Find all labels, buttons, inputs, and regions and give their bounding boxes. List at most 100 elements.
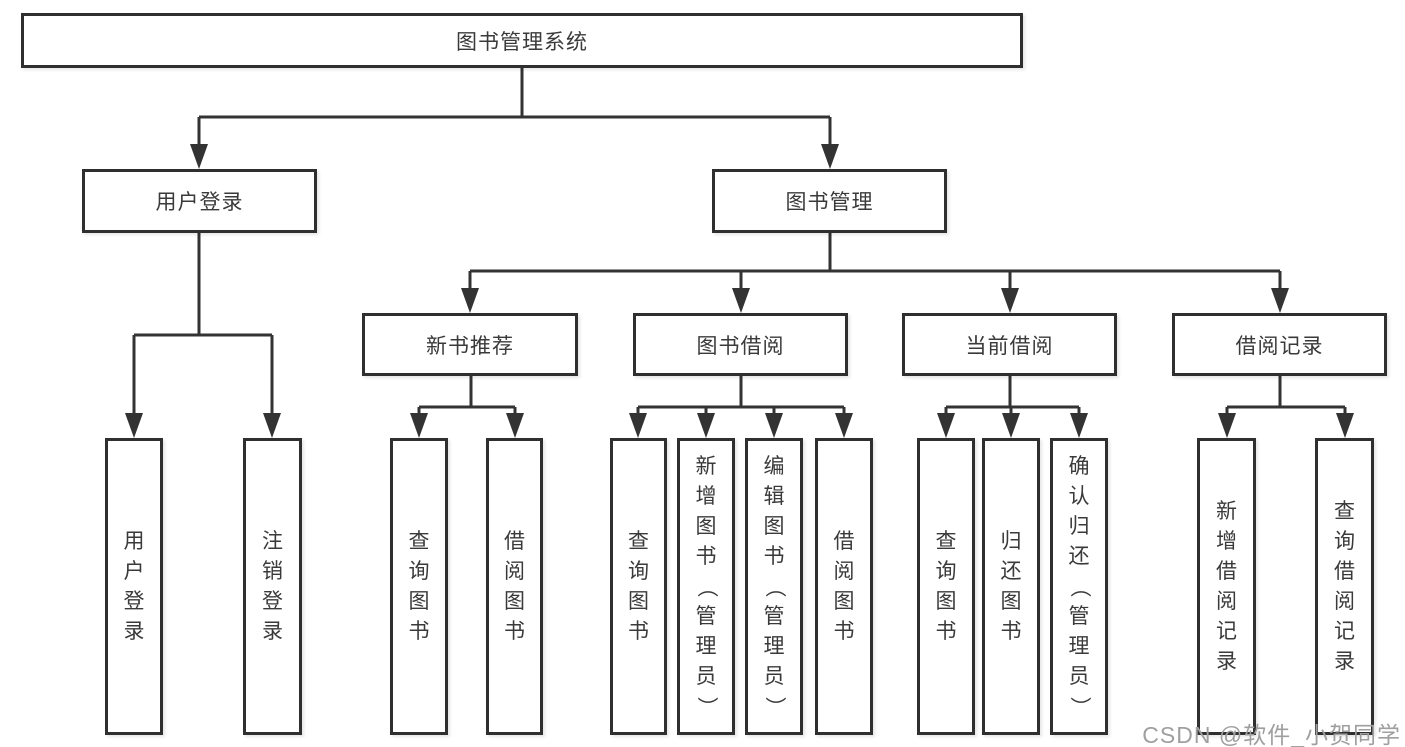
arrowhead-icon: [1271, 288, 1289, 313]
leaf-return-book: 归还图书: [982, 438, 1040, 735]
connector-root-to-level2: [190, 66, 839, 169]
leaf-label-char: 理: [1068, 634, 1090, 658]
leaf-label-char: 认: [1068, 484, 1090, 508]
leaf-label-char: ）: [695, 696, 718, 717]
leaf-add-book-admin: 新增图书（管理员）: [677, 438, 735, 735]
connector-user-login: [125, 231, 281, 438]
leaf-query-borrow-record: 查询借阅记录: [1315, 438, 1374, 735]
node-new-book-recommend: 新书推荐: [362, 313, 578, 376]
leaf-label-char: 辑: [763, 484, 785, 508]
arrowhead-icon: [835, 413, 853, 438]
leaf-label-char: 录: [1216, 649, 1237, 673]
connector-new-book-recommend: [410, 374, 524, 438]
leaf-label-char: 借: [504, 529, 525, 553]
node-current-borrow: 当前借阅: [902, 313, 1117, 376]
leaf-label-char: 理: [695, 634, 717, 658]
leaf-label-char: 书: [628, 619, 649, 643]
leaf-label-char: 书: [935, 619, 957, 643]
leaf-label-char: 员: [695, 664, 717, 688]
connector-book-management: [461, 231, 1289, 313]
leaf-label-char: ）: [1068, 696, 1091, 717]
leaf-label-char: 查: [935, 529, 957, 553]
leaf-label-char: 借: [833, 529, 855, 553]
leaf-label-char: 还: [1000, 559, 1022, 583]
leaf-add-borrow-record: 新增借阅记录: [1197, 438, 1256, 735]
arrowhead-icon: [732, 288, 750, 313]
leaf-label-char: 阅: [504, 559, 525, 583]
leaf-label-char: 阅: [1216, 589, 1237, 613]
leaf-label-char: 用: [123, 529, 145, 553]
arrowhead-icon: [1002, 413, 1020, 438]
leaf-label-char: 书: [408, 619, 430, 643]
leaf-confirm-return-admin: 确认归还（管理员）: [1050, 438, 1108, 735]
leaf-label-char: 确: [1068, 454, 1090, 478]
leaf-label-char: 借: [1216, 559, 1237, 583]
leaf-label-char: 登: [262, 589, 283, 613]
leaf-label-char: 书: [763, 544, 785, 568]
leaf-label-char: 书: [504, 619, 525, 643]
node-user-login: 用户登录: [82, 169, 317, 233]
leaf-label-char: 销: [262, 559, 283, 583]
leaf-label-char: 图: [695, 514, 717, 538]
leaf-label-char: 员: [1068, 664, 1090, 688]
leaf-label-char: 登: [123, 589, 145, 613]
leaf-user-login: 用户登录: [105, 438, 163, 735]
leaf-label-char: 管: [1068, 604, 1090, 628]
leaf-label-char: 新: [1216, 499, 1237, 523]
leaf-label-char: 书: [833, 619, 855, 643]
arrowhead-icon: [410, 413, 428, 438]
arrowhead-icon: [629, 413, 647, 438]
node-user-login-label: 用户登录: [155, 191, 244, 214]
leaf-label-char: 询: [408, 559, 430, 583]
leaf-label-char: 询: [628, 559, 649, 583]
leaf-label-char: 图: [763, 514, 785, 538]
leaf-label-char: 归: [1000, 529, 1022, 553]
leaf-label-char: 图: [408, 589, 430, 613]
leaf-label-char: 书: [1000, 619, 1022, 643]
leaf-label-char: 记: [1216, 619, 1237, 643]
leaf-label-char: 记: [1334, 619, 1355, 643]
leaf-label-char: 户: [123, 559, 145, 583]
leaf-label-char: 阅: [833, 559, 855, 583]
leaf-label-char: 阅: [1334, 589, 1355, 613]
connector-book-borrow: [629, 374, 853, 438]
arrowhead-icon: [1336, 413, 1354, 438]
leaf-label-char: 增: [695, 484, 717, 508]
leaf-label-char: 管: [695, 604, 717, 628]
arrowhead-icon: [125, 413, 143, 438]
node-book-management: 图书管理: [712, 169, 947, 233]
arrowhead-icon: [1218, 413, 1236, 438]
leaf-label-char: 查: [628, 529, 649, 553]
leaf-borrow-books-recommend: 借阅图书: [486, 438, 543, 735]
leaf-label-char: 新: [695, 454, 717, 478]
node-borrow-records-label: 借阅记录: [1235, 334, 1324, 358]
leaf-label-char: 管: [763, 604, 785, 628]
node-library-system-label: 图书管理系统: [456, 30, 588, 54]
leaf-label-char: 图: [935, 589, 957, 613]
leaf-label-char: 查: [408, 529, 430, 553]
leaf-label-char: 理: [763, 634, 785, 658]
leaf-label-char: 编: [763, 454, 785, 478]
leaf-label-char: 员: [763, 664, 785, 688]
leaf-label-char: 增: [1216, 529, 1237, 553]
leaf-label-char: 录: [1334, 649, 1355, 673]
leaf-label-char: 询: [1334, 529, 1355, 553]
node-current-borrow-label: 当前借阅: [965, 334, 1054, 358]
leaf-label-char: （: [763, 576, 786, 597]
node-library-system: 图书管理系统: [21, 13, 1023, 68]
leaf-label-char: ）: [763, 696, 786, 717]
connector-borrow-records: [1218, 374, 1354, 438]
arrowhead-icon: [937, 413, 955, 438]
csdn-watermark: CSDN @软件_小贺同学: [1142, 722, 1401, 747]
leaf-label-char: 图: [504, 589, 525, 613]
arrowhead-icon: [263, 413, 281, 438]
node-new-book-recommend-label: 新书推荐: [426, 334, 514, 358]
node-book-borrow: 图书借阅: [633, 313, 848, 376]
leaf-label-char: 图: [1000, 589, 1022, 613]
arrowhead-icon: [1070, 413, 1088, 438]
arrowhead-icon: [1001, 288, 1019, 313]
leaf-label-char: 录: [123, 619, 145, 643]
leaf-query-books-borrow: 查询图书: [610, 438, 667, 735]
